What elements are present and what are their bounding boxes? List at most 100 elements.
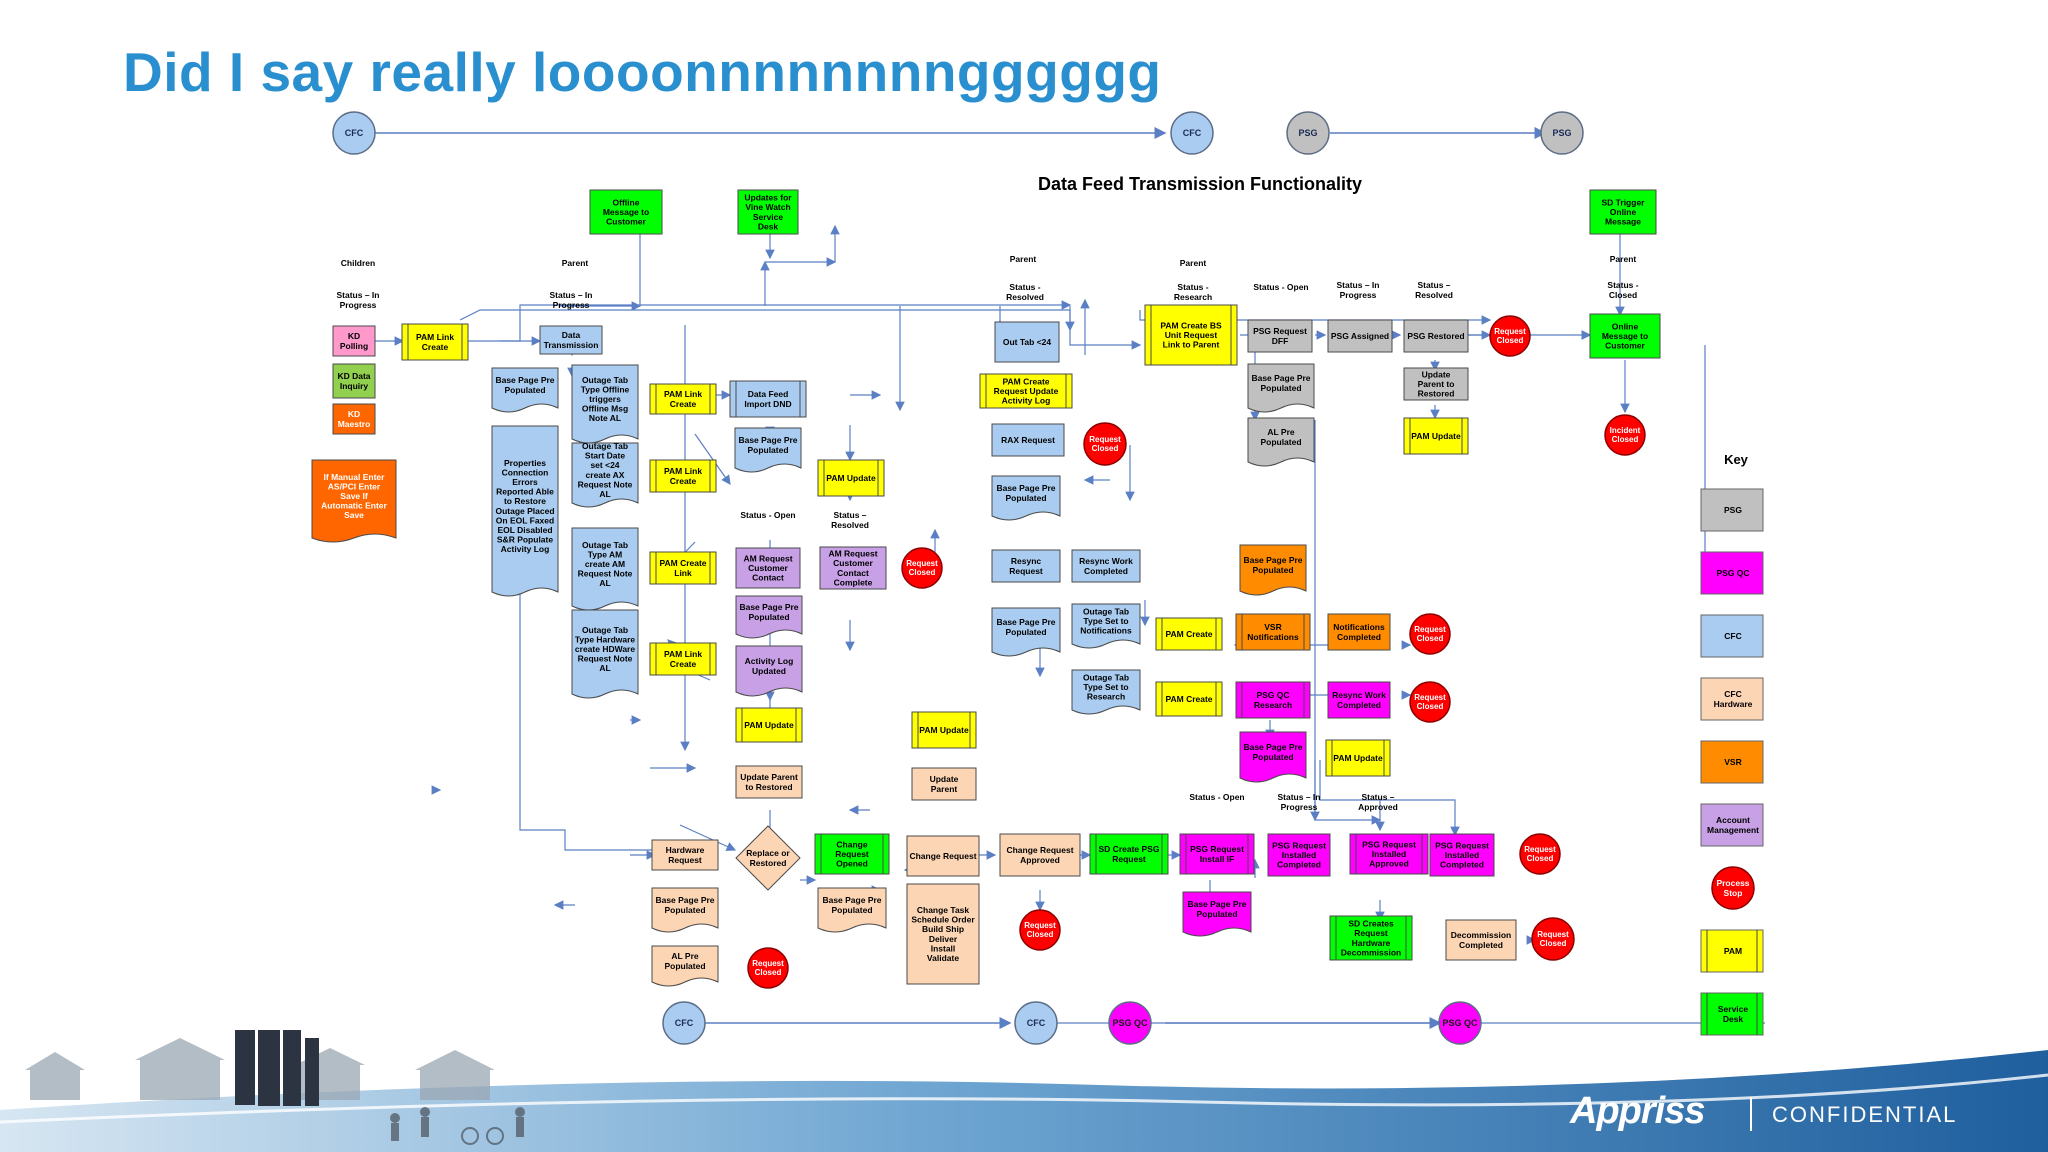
process-shape bbox=[1349, 833, 1429, 875]
node-label: SD Creates bbox=[1348, 919, 1394, 929]
off-page-connector: CFC bbox=[1014, 1001, 1058, 1045]
connector-label: PSG bbox=[1298, 128, 1317, 138]
node-label: Closed bbox=[1497, 336, 1524, 345]
process-shape bbox=[906, 883, 980, 985]
node-label: Request bbox=[1024, 921, 1056, 930]
node-label: CFC bbox=[1724, 689, 1741, 699]
node-label: Completed bbox=[1459, 940, 1503, 950]
node-label: Base Page Pre bbox=[1243, 742, 1302, 752]
process-shape bbox=[1325, 739, 1391, 777]
process-shape bbox=[401, 323, 469, 361]
node-label: Activity Log bbox=[1002, 396, 1051, 406]
node-label: Outage Tab bbox=[1083, 606, 1129, 616]
node-label: AL Pre bbox=[1267, 427, 1295, 437]
node-label: Completed bbox=[1337, 632, 1381, 642]
node-label: Completed bbox=[1440, 860, 1484, 870]
section-label: Status - Open bbox=[1189, 792, 1244, 802]
node-label: PAM Update bbox=[744, 720, 794, 730]
process-shape bbox=[1155, 681, 1223, 717]
node-label: PAM Link bbox=[416, 332, 454, 342]
node-label: Transmission bbox=[544, 340, 599, 350]
diagram-title: Data Feed Transmission Functionality bbox=[1038, 174, 1362, 194]
process-shape bbox=[1429, 833, 1495, 877]
node-label: Data bbox=[562, 330, 581, 340]
node-label: PSG QC bbox=[1256, 690, 1289, 700]
connector-circle bbox=[1540, 111, 1584, 155]
off-page-connector: CFC bbox=[1170, 111, 1214, 155]
process-stop-shape bbox=[1409, 681, 1451, 723]
node-label: Vine Watch bbox=[745, 202, 790, 212]
process-shape bbox=[991, 549, 1061, 583]
node-label: Populated bbox=[1196, 909, 1237, 919]
node-label: Populated bbox=[664, 961, 705, 971]
node-label: DFF bbox=[1272, 336, 1289, 346]
document-shape bbox=[491, 425, 559, 597]
node-label: KD bbox=[348, 331, 360, 341]
node-label: Completed bbox=[1277, 860, 1321, 870]
process-shape bbox=[1247, 319, 1313, 353]
node-label: On EOL Faxed bbox=[496, 515, 554, 525]
section-label: Status –Resolved bbox=[1415, 280, 1453, 300]
section-label-text: Parent bbox=[1180, 258, 1207, 268]
node-label: Stop bbox=[1724, 888, 1743, 898]
node-label: Closed bbox=[1612, 435, 1639, 444]
process-stop-shape bbox=[1409, 613, 1451, 655]
node-label: SD Trigger bbox=[1602, 197, 1646, 207]
node-label: Base Page Pre bbox=[1243, 555, 1302, 565]
node-label: Closed bbox=[1540, 939, 1567, 948]
section-label-text: Parent bbox=[1610, 254, 1637, 264]
connector-label: CFC bbox=[345, 128, 364, 138]
node-label: PSG Restored bbox=[1407, 331, 1464, 341]
node-label: Request bbox=[1537, 930, 1569, 939]
section-label-text: Status – In bbox=[337, 290, 380, 300]
node-label: Hardware bbox=[666, 845, 705, 855]
process-shape bbox=[1327, 681, 1391, 719]
section-label-text: Progress bbox=[340, 300, 377, 310]
section-label-text: Status – In bbox=[550, 290, 593, 300]
node-label: Populated bbox=[1252, 752, 1293, 762]
node-label: Base Page Pre bbox=[655, 895, 714, 905]
section-label-text: Status – bbox=[833, 510, 866, 520]
document-shape bbox=[991, 607, 1061, 657]
section-label-text: Status - bbox=[1177, 282, 1208, 292]
document-shape bbox=[1239, 731, 1307, 783]
legend-item: CFC bbox=[1700, 614, 1764, 658]
node-label: Closed bbox=[1417, 702, 1444, 711]
node-label: Closed bbox=[909, 568, 936, 577]
node-label: Request bbox=[752, 959, 784, 968]
section-label-text: Status – In bbox=[1337, 280, 1380, 290]
node-label: Online bbox=[1612, 321, 1639, 331]
node-label: Change Task bbox=[917, 905, 970, 915]
process-shape bbox=[729, 380, 807, 418]
section-label: Status - Open bbox=[740, 510, 795, 520]
node-label: If Manual Enter bbox=[324, 472, 386, 482]
process-stop-shape bbox=[1019, 909, 1061, 951]
node-label: Type Set to bbox=[1083, 616, 1128, 626]
document-shape bbox=[1071, 669, 1141, 715]
node-label: Service bbox=[753, 212, 784, 222]
node-label: Resync Work bbox=[1079, 556, 1133, 566]
node-label: Populated bbox=[1005, 627, 1046, 637]
process-shape bbox=[1179, 833, 1255, 875]
section-label: Status –Resolved bbox=[831, 510, 869, 530]
section-label-text: Status - bbox=[1607, 280, 1638, 290]
node-label: Closed bbox=[1092, 444, 1119, 453]
node-label: AS/PCI Enter bbox=[328, 481, 381, 491]
node-label: Offline bbox=[613, 197, 640, 207]
node-label: Outage Tab bbox=[582, 625, 628, 635]
node-label: Change Request bbox=[909, 851, 976, 861]
